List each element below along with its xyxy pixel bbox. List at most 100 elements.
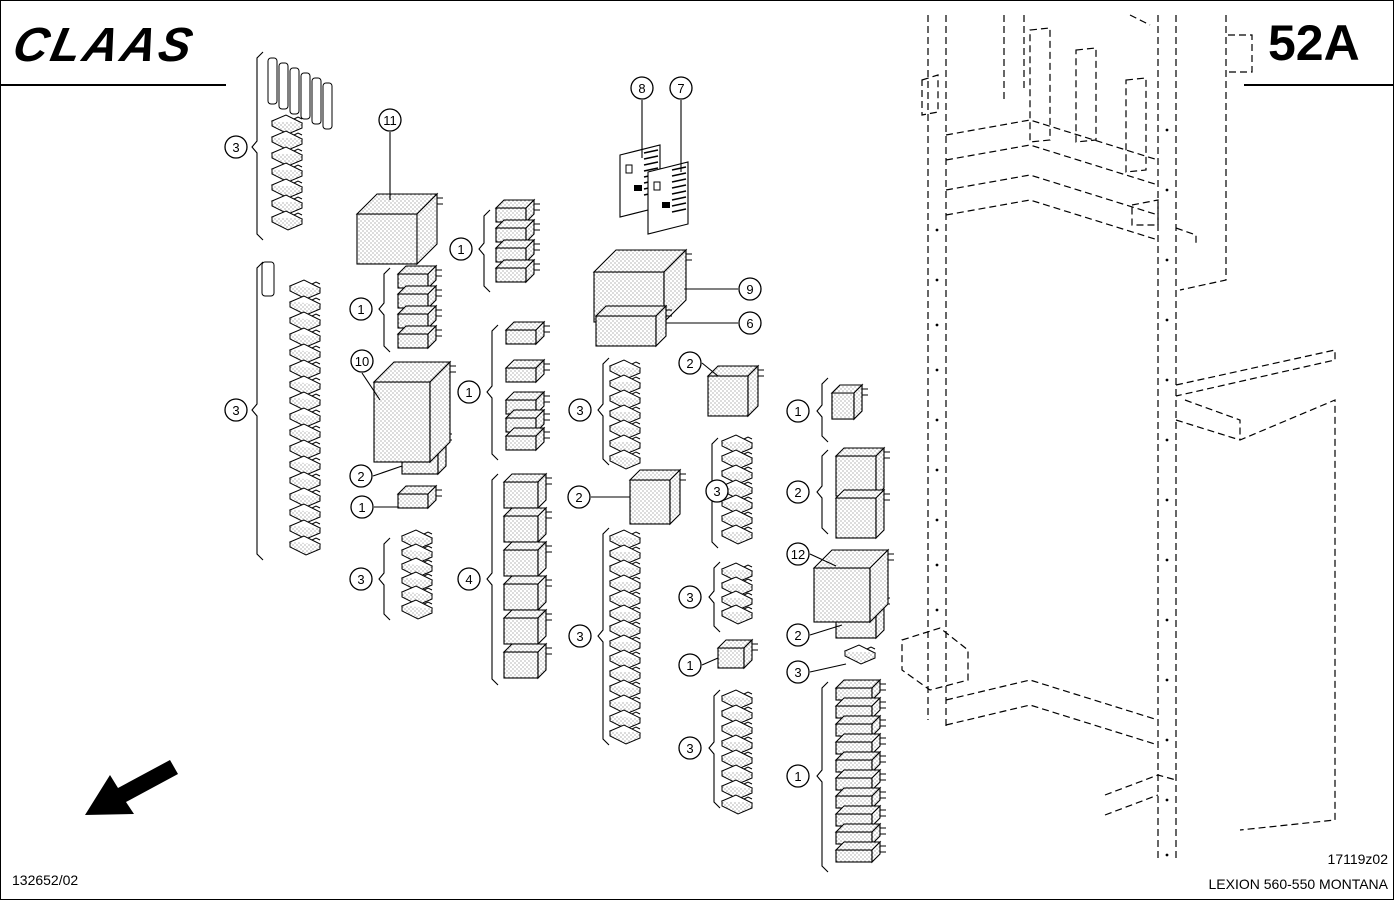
callout-2-relay[interactable]: 2 xyxy=(349,464,403,488)
fuse-group-3d xyxy=(608,359,642,470)
callout-3-fuse[interactable]: 3 xyxy=(678,689,721,809)
relay-stack-4 xyxy=(502,642,552,680)
large-relay-12 xyxy=(812,548,894,624)
callout-bracket xyxy=(378,267,391,353)
callout-circle xyxy=(349,464,373,488)
mini-relay-stack-1b xyxy=(494,238,540,264)
fuse-group-3c xyxy=(400,529,434,620)
callout-4-mini-relay[interactable]: 4 xyxy=(457,473,499,686)
callout-bracket xyxy=(478,209,491,293)
callout-circle xyxy=(786,399,810,423)
callout-circle xyxy=(349,567,373,591)
mini-relay-stack-1i xyxy=(834,714,886,738)
callout-8-label-sheet[interactable]: 8 xyxy=(630,76,654,158)
callout-10-large-relay[interactable]: 10 xyxy=(350,349,381,401)
callout-number: 3 xyxy=(794,665,801,680)
callout-3-fuse[interactable]: 3 xyxy=(786,660,847,684)
callout-number: 2 xyxy=(794,485,801,500)
callout-circle xyxy=(630,76,654,100)
callout-6-large-relay[interactable]: 6 xyxy=(666,311,762,335)
callout-7-label-sheet[interactable]: 7 xyxy=(669,76,693,172)
mini-relay-stack-1i xyxy=(834,786,886,810)
callout-circle xyxy=(457,567,481,591)
fuse-group-3g xyxy=(720,562,754,625)
callout-circle xyxy=(457,380,481,404)
claas-logo: CLAAS xyxy=(8,19,201,72)
callout-circle xyxy=(378,108,402,132)
callout-number: 1 xyxy=(794,769,801,784)
callout-3-fuse[interactable]: 3 xyxy=(568,357,610,466)
callout-number: 3 xyxy=(686,741,693,756)
mini-relay-stack-1a xyxy=(396,304,442,330)
callout-3-fuse[interactable]: 3 xyxy=(224,261,264,561)
page-number: 52A xyxy=(1268,15,1360,71)
callout-circle xyxy=(224,135,248,159)
callout-number: 3 xyxy=(232,403,239,418)
mini-relay-stack-1i xyxy=(834,678,886,702)
direction-arrow-icon xyxy=(85,760,178,815)
callout-number: 11 xyxy=(383,113,397,128)
chassis-frame-holes xyxy=(935,128,1169,857)
callout-12-large-relay[interactable]: 12 xyxy=(786,542,837,567)
callout-3-fuse[interactable]: 3 xyxy=(678,561,721,633)
callout-1-mini-relay[interactable]: 1 xyxy=(786,377,829,443)
mini-relay-1e xyxy=(504,358,550,384)
callout-number: 3 xyxy=(357,572,364,587)
callout-2-relay[interactable]: 2 xyxy=(678,351,719,377)
callout-number: 4 xyxy=(465,572,472,587)
callout-1-mini-relay[interactable]: 1 xyxy=(349,267,391,353)
callout-11-large-relay[interactable]: 11 xyxy=(378,108,402,200)
mini-relay-stack-1i xyxy=(834,840,886,864)
callout-circle xyxy=(224,398,248,422)
callout-2-relay[interactable]: 2 xyxy=(567,485,630,509)
callout-leader-line xyxy=(361,372,381,401)
mini-relay-stack-1a xyxy=(396,264,442,290)
callout-number: 2 xyxy=(357,469,364,484)
callout-bracket xyxy=(708,689,721,809)
mini-relay-1c xyxy=(396,484,442,510)
callout-leader-line xyxy=(809,553,837,567)
mini-relay-stack-1i xyxy=(834,822,886,846)
mini-relay-stack-1b xyxy=(494,198,540,224)
callout-bracket xyxy=(816,377,829,443)
callout-circle xyxy=(568,624,592,648)
mini-relay-stack-1i xyxy=(834,804,886,828)
relay-stack-4 xyxy=(502,608,552,646)
mini-relay-stack-1i xyxy=(834,768,886,792)
callout-number: 1 xyxy=(358,500,365,515)
callout-circle xyxy=(567,485,591,509)
callout-1-mini-relay[interactable]: 1 xyxy=(678,653,719,677)
mini-relay-stack-1f xyxy=(504,426,550,452)
callout-number: 2 xyxy=(686,356,693,371)
callout-circle xyxy=(678,736,702,760)
callout-number: 8 xyxy=(638,81,645,96)
callout-number: 1 xyxy=(794,404,801,419)
callout-number: 9 xyxy=(746,282,753,297)
callout-2-relay[interactable]: 2 xyxy=(786,623,843,647)
mini-relay-stack-1a xyxy=(396,324,442,350)
callout-circle xyxy=(786,764,810,788)
callout-number: 3 xyxy=(713,484,720,499)
callout-number: 1 xyxy=(457,242,464,257)
callout-2-relay[interactable]: 2 xyxy=(786,449,829,535)
relay-stack-4 xyxy=(502,574,552,612)
callout-circle xyxy=(786,660,810,684)
callout-1-mini-relay[interactable]: 1 xyxy=(350,495,398,519)
mini-relay-stack-1i xyxy=(834,750,886,774)
relay-2d xyxy=(834,446,890,498)
callout-3-fuse[interactable]: 3 xyxy=(568,527,610,746)
callout-1-mini-relay[interactable]: 1 xyxy=(786,681,829,873)
callout-bracket xyxy=(816,681,829,873)
callout-1-mini-relay[interactable]: 1 xyxy=(449,209,491,293)
callout-9-large-relay[interactable]: 9 xyxy=(684,277,762,301)
callout-circle xyxy=(350,349,374,373)
callout-3-fuse[interactable]: 3 xyxy=(349,537,391,621)
callout-circle xyxy=(738,311,762,335)
callout-circle xyxy=(669,76,693,100)
callout-3-fuse[interactable]: 3 xyxy=(224,51,264,241)
callout-circle xyxy=(449,237,473,261)
callout-1-mini-relay[interactable]: 1 xyxy=(457,324,499,461)
callout-3-fuse[interactable]: 3 xyxy=(705,437,729,549)
